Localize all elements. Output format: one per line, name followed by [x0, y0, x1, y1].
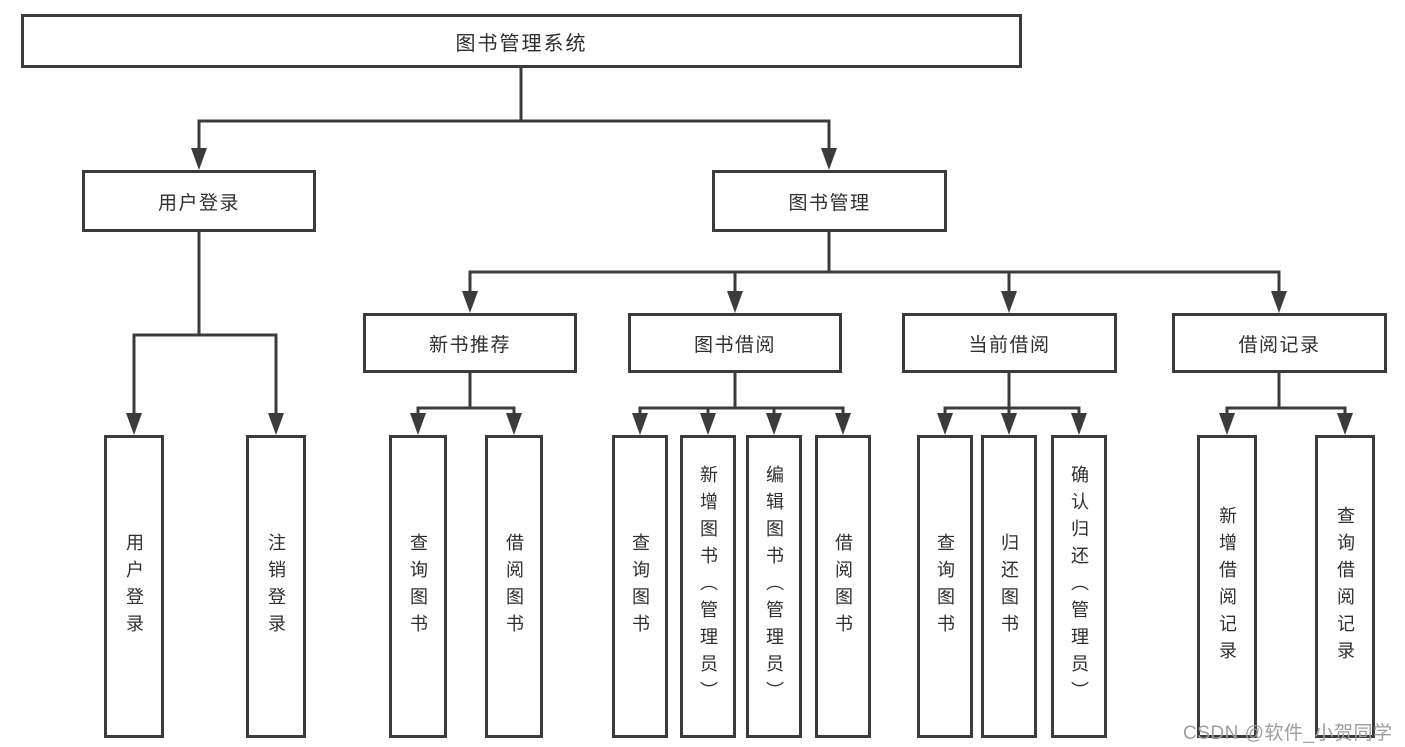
node-query-books-current: 查询图书 [917, 435, 973, 738]
node-label: 借阅图书 [504, 532, 524, 641]
node-logout-login: 注销登录 [246, 435, 306, 738]
node-label: 查询图书 [630, 532, 650, 641]
node-label: 图书管理 [788, 192, 871, 214]
connector-current-borrowing [937, 371, 1087, 435]
watermark: CSDN @软件_小贺同学 [1183, 723, 1393, 744]
node-current-borrowing: 当前借阅 [902, 313, 1117, 373]
connector-borrowing-records [1219, 371, 1353, 435]
node-query-books-recommend: 查询图书 [389, 435, 447, 738]
node-return-books: 归还图书 [981, 435, 1037, 738]
node-user-login: 用户登录 [82, 170, 316, 232]
node-borrow-books: 借阅图书 [815, 435, 871, 738]
node-label: 新书推荐 [428, 334, 511, 356]
node-borrow-books-recommend: 借阅图书 [485, 435, 543, 738]
node-library-management-system: 图书管理系统 [21, 14, 1022, 68]
node-label: 编辑图书（管理员） [764, 465, 784, 708]
node-user-login-action: 用户登录 [104, 435, 164, 738]
node-confirm-return-admin: 确认归还（管理员） [1051, 435, 1107, 738]
node-label: 用户登录 [157, 192, 240, 214]
node-add-borrow-record: 新增借阅记录 [1197, 435, 1257, 738]
node-label: 新增图书（管理员） [698, 465, 718, 708]
node-label: 借阅记录 [1238, 334, 1321, 356]
node-label: 归还图书 [999, 532, 1019, 641]
connector-book-management [462, 230, 1287, 313]
node-query-books-borrowing: 查询图书 [612, 435, 668, 738]
connector-root [191, 66, 837, 170]
node-edit-books-admin: 编辑图书（管理员） [746, 435, 802, 738]
connector-new-book-recommendation [410, 371, 522, 435]
node-label: 查询图书 [408, 532, 428, 641]
node-label: 查询借阅记录 [1335, 505, 1355, 668]
node-label: 图书管理系统 [455, 32, 588, 55]
node-label: 当前借阅 [968, 334, 1051, 356]
connector-book-borrowing [632, 371, 851, 435]
node-query-borrow-record: 查询借阅记录 [1315, 435, 1375, 738]
node-label: 借阅图书 [833, 532, 853, 641]
node-label: 确认归还（管理员） [1069, 465, 1089, 708]
node-book-borrowing: 图书借阅 [628, 313, 842, 373]
node-label: 查询图书 [935, 532, 955, 641]
node-label: 注销登录 [266, 532, 286, 641]
node-book-management: 图书管理 [712, 170, 947, 232]
node-new-book-recommendation: 新书推荐 [363, 313, 577, 373]
node-label: 用户登录 [124, 532, 144, 641]
node-label: 图书借阅 [693, 334, 776, 356]
node-label: 新增借阅记录 [1217, 505, 1237, 668]
node-add-books-admin: 新增图书（管理员） [680, 435, 736, 738]
connector-user-login [126, 230, 284, 435]
node-borrowing-records: 借阅记录 [1172, 313, 1387, 373]
